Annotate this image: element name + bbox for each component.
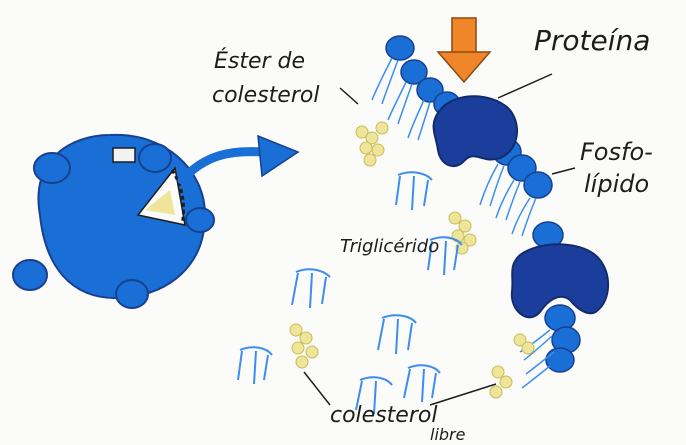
label-proteina: Proteína [534, 24, 650, 57]
orange-arrow [436, 17, 492, 84]
protein-lower [510, 243, 609, 319]
label-trigliceridos: Triglicérido [340, 236, 439, 257]
label-ester-line1: Éster de [214, 48, 305, 74]
label-fosfo: Fosfo- [580, 138, 653, 166]
label-colesterol: colesterol [330, 403, 437, 428]
protein-upper [432, 95, 519, 168]
pointer-lines [303, 73, 576, 406]
cholesterol-clusters [289, 121, 535, 399]
lipoprotein-particle [12, 133, 215, 309]
label-lipido: lípido [584, 170, 649, 198]
zoom-arrow-head [257, 134, 300, 178]
label-libre: libre [430, 425, 466, 444]
zoom-arrow [177, 147, 267, 185]
label-ester-line2: colesterol [212, 83, 319, 108]
triglyceride-glyphs [237, 171, 463, 415]
